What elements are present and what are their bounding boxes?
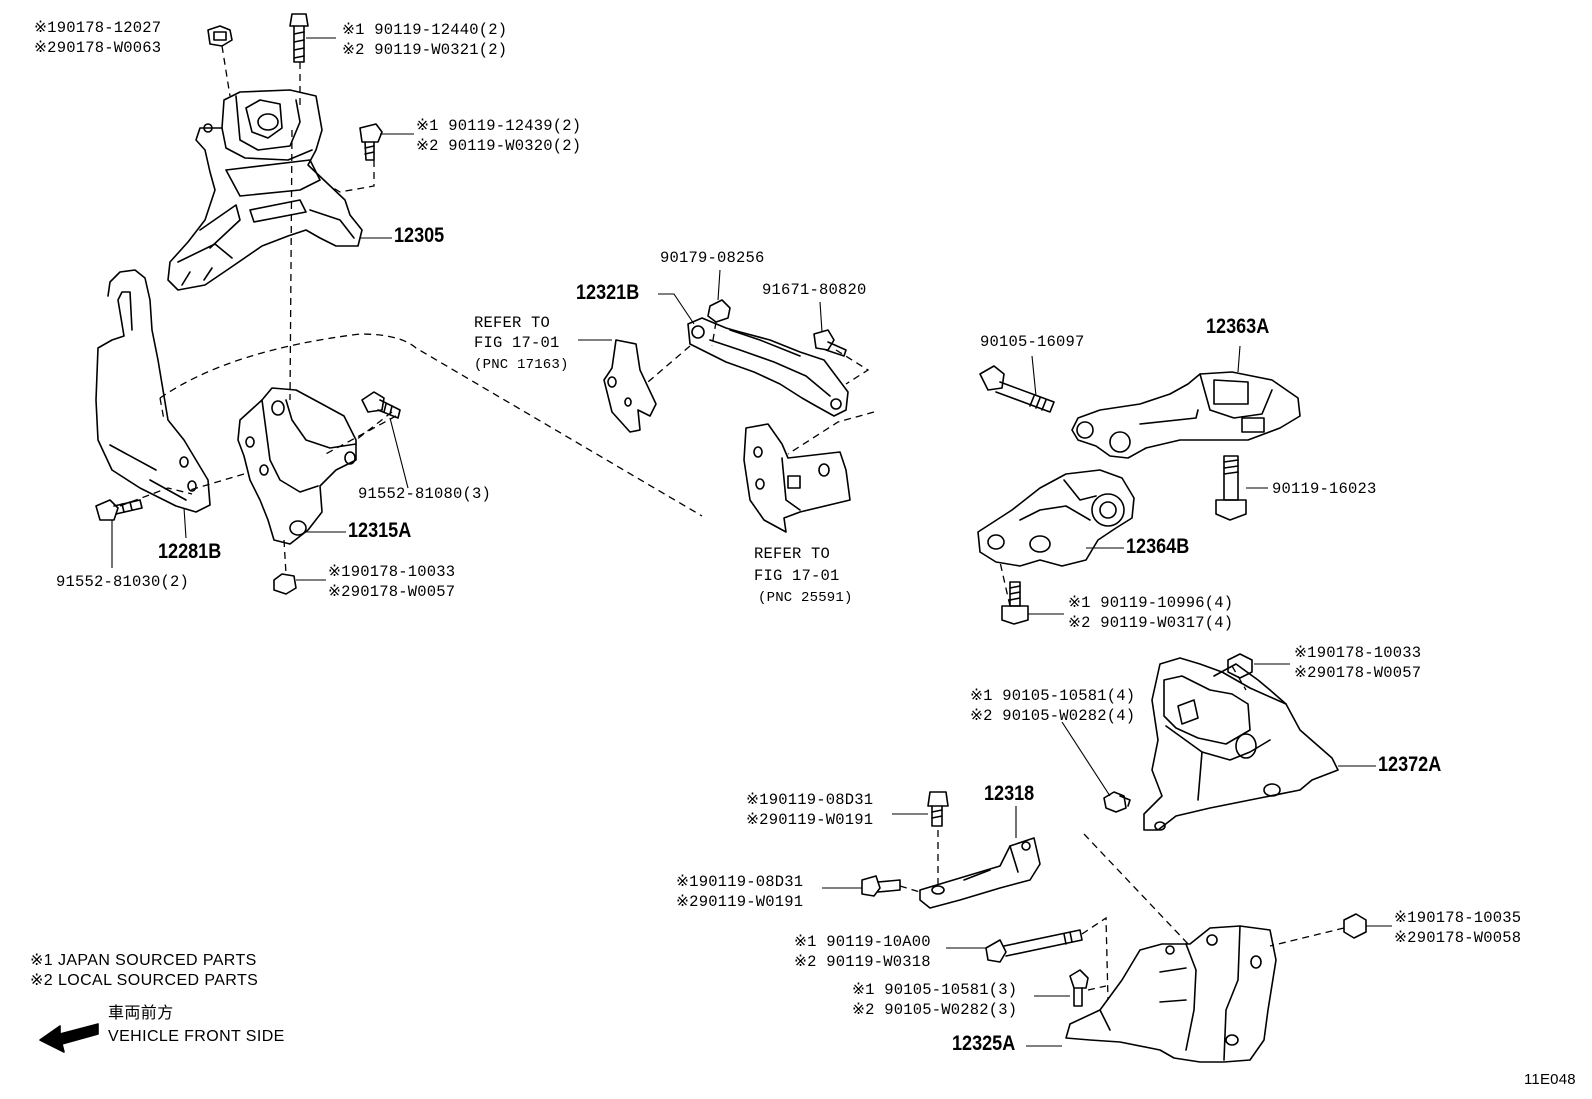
label-bolt-10581-2: ※2 90105-W0282(4) — [970, 707, 1136, 725]
label-bolt-08d31-b2: ※290119-W0191 — [676, 893, 804, 911]
nut-90178-10033-right-icon — [1227, 653, 1253, 679]
label-part-12281b: 12281B — [158, 540, 222, 563]
label-refer1-line2: FIG 17-01 — [474, 334, 560, 352]
label-nut-90179-08256: 90179-08256 — [660, 249, 765, 267]
bolt-90119-08d31-a-icon — [927, 791, 949, 827]
bracket-12315a — [237, 387, 357, 545]
label-bolt-91552-81080: 91552-81080(3) — [358, 485, 492, 503]
assembly-dashed-lines — [119, 45, 1345, 1001]
bolt-90119-12439-icon — [359, 123, 383, 161]
label-bolt-91671-80820: 91671-80820 — [762, 281, 867, 299]
label-part-12364b: 12364B — [1126, 535, 1190, 558]
label-bolt-top-2: ※2 90119-W0321(2) — [342, 41, 508, 59]
label-nut-10035-1: ※190178-10035 — [1394, 909, 1522, 927]
label-bolt-90105-16097: 90105-16097 — [980, 333, 1085, 351]
leader-lines — [111, 37, 1392, 1047]
torque-rod-12363a — [1071, 371, 1301, 459]
label-bolt-10581b-2: ※2 90105-W0282(3) — [852, 1001, 1018, 1019]
label-bolt-08d31-b1: ※190119-08D31 — [676, 873, 804, 891]
label-bolt-08d31-a1: ※190119-08D31 — [746, 791, 874, 809]
label-nut-low-1: ※190178-10033 — [328, 563, 456, 581]
bolt-90119-16023-icon — [1215, 455, 1247, 521]
nut-90178-10035-icon — [1343, 913, 1367, 939]
label-part-12315a: 12315A — [348, 519, 412, 542]
legend-front-japanese: 車両前方 — [108, 1005, 174, 1022]
bolt-90105-10581-b-icon — [1069, 969, 1089, 1007]
label-nut-low-2: ※290178-W0057 — [328, 583, 456, 601]
bolt-90105-16097-icon — [979, 365, 1055, 413]
label-bolt-top-1: ※1 90119-12440(2) — [342, 21, 508, 39]
label-bolt-91552-81030: 91552-81030(2) — [56, 573, 190, 591]
nut-90178-10033-icon — [273, 573, 297, 595]
label-bolt-90119-16023: 90119-16023 — [1272, 480, 1377, 498]
engine-mount-12372a — [1143, 657, 1339, 831]
bolt-90105-10581-icon — [1103, 791, 1131, 813]
bolt-90119-10996-icon — [1001, 581, 1029, 625]
label-part-12372a: 12372A — [1378, 753, 1442, 776]
label-bolt-10581b-1: ※1 90105-10581(3) — [852, 981, 1018, 999]
label-nut-right-2: ※290178-W0057 — [1294, 664, 1422, 682]
bolt-90119-08d31-b-icon — [861, 875, 901, 897]
label-refer1-line3: (PNC 17163) — [474, 357, 569, 373]
label-part-12318: 12318 — [984, 782, 1035, 805]
label-part-12321b: 12321B — [576, 281, 640, 304]
label-bolt-10996-2: ※2 90119-W0317(4) — [1068, 614, 1234, 632]
label-nut-top-2: ※290178-W0063 — [34, 39, 162, 57]
label-bolt-mid-1: ※1 90119-12439(2) — [416, 117, 582, 135]
bolt-91552-81030-icon — [95, 499, 143, 521]
vehicle-front-arrow-icon — [39, 1023, 99, 1053]
bracket-12325a — [1065, 925, 1277, 1063]
label-refer1-line1: REFER TO — [474, 314, 551, 332]
legend-front-english: VEHICLE FRONT SIDE — [108, 1028, 285, 1045]
label-refer2-line2: FIG 17-01 — [754, 567, 840, 585]
refer-bracket-pnc-17163 — [603, 339, 657, 433]
label-nut-10035-2: ※290178-W0058 — [1394, 929, 1522, 947]
diagram-id: 11E048 — [1524, 1071, 1576, 1088]
label-part-12325a: 12325A — [952, 1032, 1016, 1055]
bolt-91552-81080-icon — [361, 391, 401, 419]
label-bolt-mid-2: ※2 90119-W0320(2) — [416, 137, 582, 155]
legend-japan-sourced: ※1 JAPAN SOURCED PARTS — [30, 952, 257, 969]
bracket-12364b — [977, 469, 1135, 567]
bolt-90119-12440-icon — [289, 13, 309, 63]
bolt-91671-80820-icon — [813, 329, 847, 357]
label-refer2-line3: (PNC 25591) — [758, 590, 853, 606]
engine-mount-12305 — [167, 89, 363, 291]
bracket-12281b — [95, 269, 211, 513]
legend-local-sourced: ※2 LOCAL SOURCED PARTS — [30, 972, 259, 989]
bracket-12318 — [919, 837, 1041, 909]
label-bolt-10581-1: ※1 90105-10581(4) — [970, 687, 1136, 705]
nut-90178-12027-icon — [207, 25, 233, 47]
label-nut-right-1: ※190178-10033 — [1294, 644, 1422, 662]
bolt-90119-10a00-icon — [985, 929, 1083, 963]
bracket-12321b — [687, 317, 849, 417]
label-refer2-line1: REFER TO — [754, 545, 831, 563]
nut-90179-08256-icon — [707, 299, 731, 323]
refer-bracket-pnc-25591 — [743, 423, 851, 533]
label-bolt-10a00-2: ※2 90119-W0318 — [794, 953, 931, 971]
label-bolt-10996-1: ※1 90119-10996(4) — [1068, 594, 1234, 612]
label-part-12363a: 12363A — [1206, 315, 1270, 338]
label-nut-top-1: ※190178-12027 — [34, 19, 162, 37]
label-bolt-10a00-1: ※1 90119-10A00 — [794, 933, 931, 951]
label-bolt-08d31-a2: ※290119-W0191 — [746, 811, 874, 829]
label-part-12305: 12305 — [394, 224, 445, 247]
